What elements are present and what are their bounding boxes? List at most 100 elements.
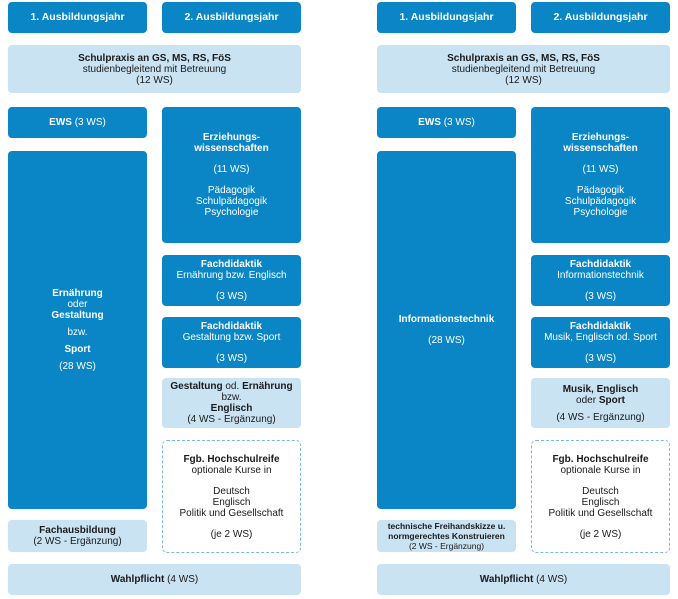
right-erziehung-title-1: Erziehungs-: [571, 132, 630, 143]
left-hsr-course: Politik und Gesellschaft: [179, 507, 284, 519]
right-fd2-ws: (3 WS): [584, 353, 617, 364]
left-main-line1: Ernährung: [52, 288, 103, 299]
right-wahlpflicht-label: Wahlpflicht: [479, 574, 534, 585]
left-ergaenzung-part3: Ernährung: [242, 381, 293, 392]
left-fd2-subtitle: Gestaltung bzw. Sport: [182, 332, 281, 343]
left-ergaenzung-line3: Englisch: [210, 403, 253, 414]
right-hsr-course: Politik und Gesellschaft: [548, 507, 653, 519]
right-hsr-course: Deutsch: [582, 485, 619, 497]
left-main-ws: (28 WS): [59, 361, 96, 372]
left-wahlpflicht-ws: (4 WS): [167, 574, 199, 585]
right-ergaenzung-part1: Musik, Englisch: [562, 383, 639, 395]
right-fachdidaktik-1: Fachdidaktik Informationstechnik (3 WS): [531, 255, 670, 306]
left-schulpraxis: Schulpraxis an GS, MS, RS, FöS studienbe…: [8, 45, 301, 93]
right-hsr-title: Fgb. Hochschulreife: [552, 453, 649, 465]
right-erziehung-subject: Pädagogik: [576, 185, 625, 196]
left-header-year2-label: 2. Ausbildungsjahr: [184, 11, 279, 23]
left-schulpraxis-ws: (12 WS): [136, 74, 173, 86]
right-ergaenzung-line2-bold: Sport: [598, 394, 625, 406]
left-erziehung-title-1: Erziehungs-: [202, 132, 261, 143]
right-main-ws: (28 WS): [428, 335, 465, 346]
left-hsr-ws: (je 2 WS): [210, 528, 253, 540]
left-main-line2: oder: [67, 299, 88, 310]
left-fachdidaktik-2: Fachdidaktik Gestaltung bzw. Sport (3 WS…: [162, 317, 301, 368]
left-main-line4: bzw.: [67, 327, 88, 338]
right-hsr-subtitle: optionale Kurse in: [560, 464, 641, 476]
left-fd1-title: Fachdidaktik: [200, 259, 263, 270]
left-hsr-course: Deutsch: [213, 485, 250, 497]
right-wahlpflicht-ws: (4 WS): [536, 574, 568, 585]
left-header-year1-label: 1. Ausbildungsjahr: [30, 11, 125, 23]
right-schulpraxis-ws: (12 WS): [505, 74, 542, 86]
right-ergaenzung: Musik, Englisch oder Sport (4 WS - Ergän…: [531, 378, 670, 428]
right-ews: EWS (3 WS): [377, 107, 516, 138]
left-hochschulreife: Fgb. Hochschulreife optionale Kurse in D…: [162, 440, 301, 553]
right-bottom-ws: (2 WS - Ergänzung): [408, 541, 485, 551]
left-erziehung-subject: Psychologie: [204, 207, 259, 218]
left-wahlpflicht: Wahlpflicht (4 WS): [8, 564, 301, 595]
right-ergaenzung-line2-normal: oder: [576, 394, 599, 406]
right-header-year2-label: 2. Ausbildungsjahr: [553, 11, 648, 23]
left-fachausbildung-ws: (2 WS - Ergänzung): [33, 536, 122, 547]
left-erziehung-subject: Pädagogik: [207, 185, 256, 196]
right-schulpraxis-subtitle: studienbegleitend mit Betreuung: [451, 63, 596, 75]
left-erziehung-ws: (11 WS): [213, 164, 250, 175]
right-main-line1: Informationstechnik: [398, 314, 495, 325]
right-header-year1: 1. Ausbildungsjahr: [377, 2, 516, 33]
left-schulpraxis-subtitle: studienbegleitend mit Betreuung: [82, 63, 227, 75]
right-wahlpflicht: Wahlpflicht (4 WS): [377, 564, 670, 595]
left-ews-label: EWS: [49, 117, 72, 128]
left-header-year1: 1. Ausbildungsjahr: [8, 2, 147, 33]
left-fachdidaktik-1: Fachdidaktik Ernährung bzw. Englisch (3 …: [162, 255, 301, 306]
left-fd2-ws: (3 WS): [215, 353, 248, 364]
left-schulpraxis-title: Schulpraxis an GS, MS, RS, FöS: [78, 52, 231, 64]
right-hochschulreife: Fgb. Hochschulreife optionale Kurse in D…: [531, 440, 670, 553]
right-header-year2: 2. Ausbildungsjahr: [531, 2, 670, 33]
left-hsr-subtitle: optionale Kurse in: [191, 464, 272, 476]
left-main-line3: Gestaltung: [51, 310, 104, 321]
right-schulpraxis-title: Schulpraxis an GS, MS, RS, FöS: [447, 52, 600, 64]
left-fd1-subtitle: Ernährung bzw. Englisch: [176, 270, 287, 281]
right-hsr-ws: (je 2 WS): [579, 528, 622, 540]
left-main-subject: Ernährung oder Gestaltung bzw. Sport (28…: [8, 151, 147, 509]
right-ews-label: EWS: [418, 117, 441, 128]
left-hsr-title: Fgb. Hochschulreife: [183, 453, 280, 465]
left-hsr-course: Englisch: [212, 496, 251, 508]
right-hsr-course: Englisch: [581, 496, 620, 508]
right-fd1-subtitle: Informationstechnik: [557, 270, 644, 281]
left-ergaenzung: Gestaltung od. Ernährung bzw. Englisch (…: [162, 378, 301, 428]
right-erziehungswissenschaften: Erziehungs- wissenschaften (11 WS) Pädag…: [531, 107, 670, 243]
left-header-year2: 2. Ausbildungsjahr: [162, 2, 301, 33]
left-erziehung-subject: Schulpädagogik: [195, 196, 268, 207]
right-erziehung-title-2: wissenschaften: [563, 143, 638, 154]
left-ews-ws: (3 WS): [74, 117, 106, 128]
right-ews-ws: (3 WS): [443, 117, 475, 128]
right-erziehung-subject: Schulpädagogik: [564, 196, 637, 207]
left-erziehungswissenschaften: Erziehungs- wissenschaften (11 WS) Pädag…: [162, 107, 301, 243]
right-fd1-title: Fachdidaktik: [569, 259, 632, 270]
right-fd2-subtitle: Musik, Englisch od. Sport: [544, 332, 657, 343]
left-fd2-title: Fachdidaktik: [200, 321, 263, 332]
right-fachdidaktik-2: Fachdidaktik Musik, Englisch od. Sport (…: [531, 317, 670, 368]
right-erziehung-ws: (11 WS): [582, 164, 619, 175]
right-erziehung-subject: Psychologie: [573, 207, 628, 218]
right-fd1-ws: (3 WS): [584, 291, 617, 302]
right-ergaenzung-line2: oder Sport: [576, 395, 625, 406]
left-ews: EWS (3 WS): [8, 107, 147, 138]
right-header-year1-label: 1. Ausbildungsjahr: [399, 11, 494, 23]
left-fachausbildung: Fachausbildung (2 WS - Ergänzung): [8, 520, 147, 552]
right-fd2-title: Fachdidaktik: [569, 321, 632, 332]
left-main-line5: Sport: [64, 344, 91, 355]
right-ergaenzung-ws: (4 WS - Ergänzung): [556, 411, 645, 423]
right-bottom-title-2: normgerechtes Konstruieren: [388, 531, 505, 541]
left-wahlpflicht-label: Wahlpflicht: [110, 574, 165, 585]
left-ergaenzung-part2: od.: [222, 381, 243, 392]
left-fachausbildung-title: Fachausbildung: [39, 525, 116, 536]
left-erziehung-title-2: wissenschaften: [194, 143, 269, 154]
right-schulpraxis: Schulpraxis an GS, MS, RS, FöS studienbe…: [377, 45, 670, 93]
left-ergaenzung-part1: Gestaltung: [170, 381, 223, 392]
right-bottom-title-1: technische Freihandskizze u.: [387, 521, 506, 531]
left-ergaenzung-ws: (4 WS - Ergänzung): [187, 414, 276, 425]
right-main-subject: Informationstechnik (28 WS): [377, 151, 516, 509]
